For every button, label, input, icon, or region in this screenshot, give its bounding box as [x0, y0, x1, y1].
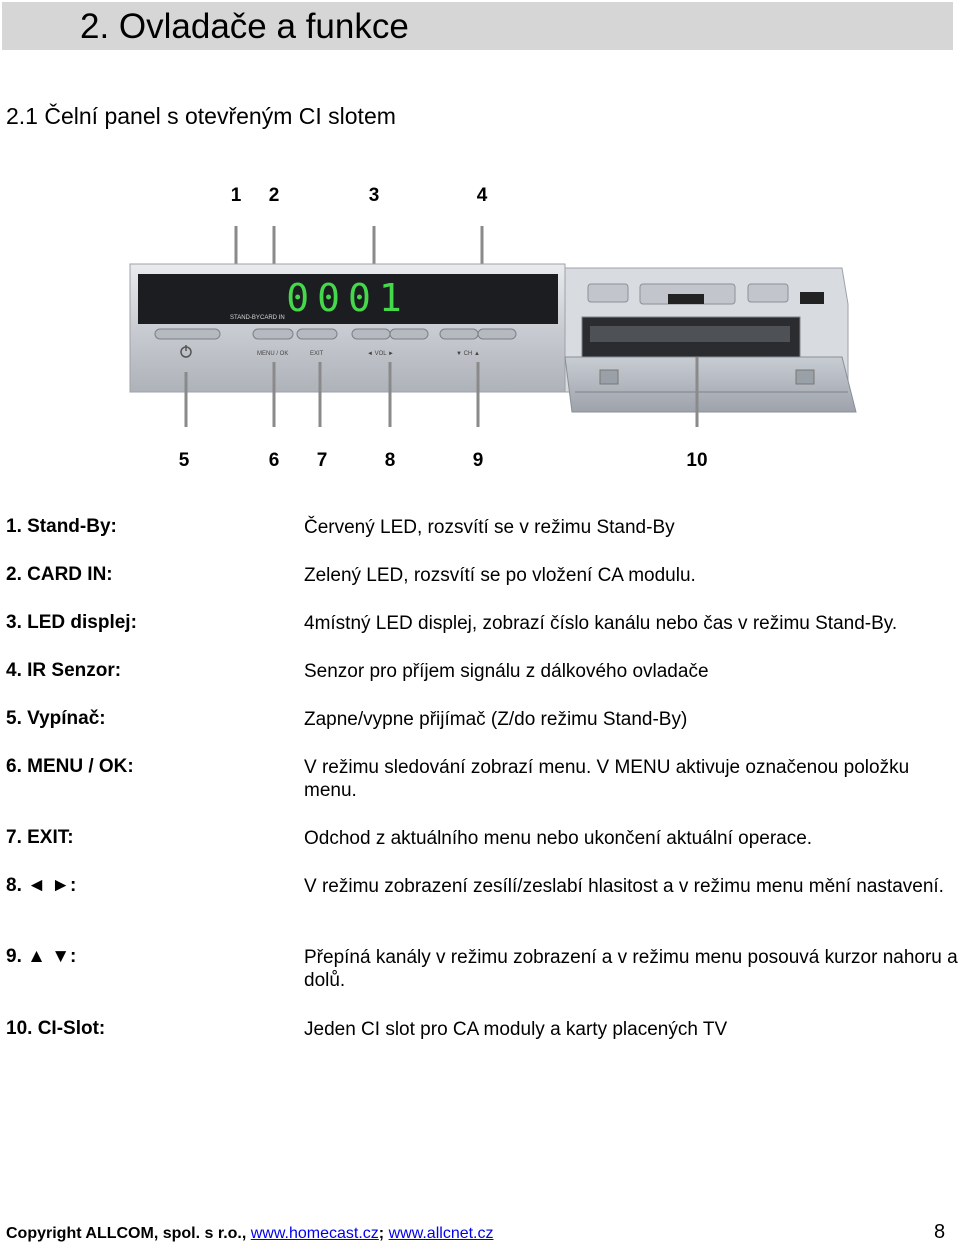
item-desc-exit: Odchod z aktuálního menu nebo ukončení a…	[304, 828, 813, 849]
item-label-ci-slot: 10. CI-Slot:	[6, 1018, 106, 1039]
item-label-channel: 9. ▲ ▼:	[6, 946, 77, 967]
callout-5: 5	[178, 450, 190, 471]
exit-label: EXIT	[310, 351, 324, 357]
ch-label: ▼ CH ▲	[456, 351, 480, 357]
menu-ok-label: MENU / OK	[257, 351, 288, 357]
section-title: 2.1 Čelní panel s otevřeným CI slotem	[6, 103, 396, 129]
footer-copyright: Copyright ALLCOM, spol. s r.o.,	[6, 1225, 251, 1242]
page-number: 8	[934, 1221, 946, 1243]
item-desc-card-in: Zelený LED, rozsvítí se po vložení CA mo…	[304, 565, 696, 586]
display-window	[138, 274, 558, 324]
item-desc-channel: Přepíná kanály v režimu zobrazení a v re…	[304, 947, 958, 991]
item-label-standby: 1. Stand-By:	[6, 516, 117, 537]
item-desc-ir-sensor: Senzor pro příjem signálu z dálkového ov…	[304, 661, 709, 682]
item-desc-menu-ok: V režimu sledování zobrazí menu. V MENU …	[304, 757, 910, 801]
item-desc-led-display: 4místný LED displej, zobrazí číslo kanál…	[304, 613, 898, 634]
receiver-front-panel-illustration: 0001 STAND-BY CARD IN MENU / OK EXIT ◄ V…	[120, 212, 860, 437]
item-label-led-display: 3. LED displej:	[6, 612, 137, 633]
chapter-title: 2. Ovladače a funkce	[80, 7, 409, 46]
callout-3: 3	[368, 185, 380, 206]
callout-8: 8	[384, 450, 396, 471]
item-desc-power: Zapne/vypne přijímač (Z/do režimu Stand-…	[304, 709, 688, 730]
footer-separator: ;	[378, 1225, 389, 1242]
item-label-menu-ok: 6. MENU / OK:	[6, 756, 134, 777]
item-desc-volume: V režimu zobrazení zesílí/zeslabí hlasit…	[304, 876, 944, 897]
item-label-volume: 8. ◄ ►:	[6, 875, 77, 896]
item-label-power: 5. Vypínač:	[6, 708, 106, 729]
chapter-header-bar: 2. Ovladače a funkce	[2, 2, 953, 50]
item-label-ir-sensor: 4. IR Senzor:	[6, 660, 122, 681]
link-homecast[interactable]: www.homecast.cz	[250, 1225, 379, 1242]
callout-6: 6	[268, 450, 280, 471]
item-label-card-in: 2. CARD IN:	[6, 564, 113, 585]
link-allcnet[interactable]: www.allcnet.cz	[388, 1225, 494, 1242]
standby-led-label: STAND-BY	[230, 315, 260, 321]
item-label-exit: 7. EXIT:	[6, 827, 74, 848]
callout-10: 10	[686, 450, 708, 471]
callout-9: 9	[472, 450, 484, 471]
callout-7: 7	[316, 450, 328, 471]
vol-label: ◄ VOL ►	[367, 351, 394, 357]
led-display-digits: 0001	[286, 276, 410, 320]
footer: Copyright ALLCOM, spol. s r.o., www.home…	[6, 1225, 494, 1243]
card-in-led-label: CARD IN	[260, 315, 285, 321]
callout-2: 2	[268, 185, 280, 206]
item-desc-ci-slot: Jeden CI slot pro CA moduly a karty plac…	[304, 1019, 728, 1040]
callout-1: 1	[230, 185, 242, 206]
receiver-front-panel-svg: 0001 STAND-BY CARD IN MENU / OK EXIT ◄ V…	[129, 226, 857, 437]
callout-4: 4	[476, 185, 488, 206]
item-desc-standby: Červený LED, rozsvítí se v režimu Stand-…	[304, 517, 675, 538]
